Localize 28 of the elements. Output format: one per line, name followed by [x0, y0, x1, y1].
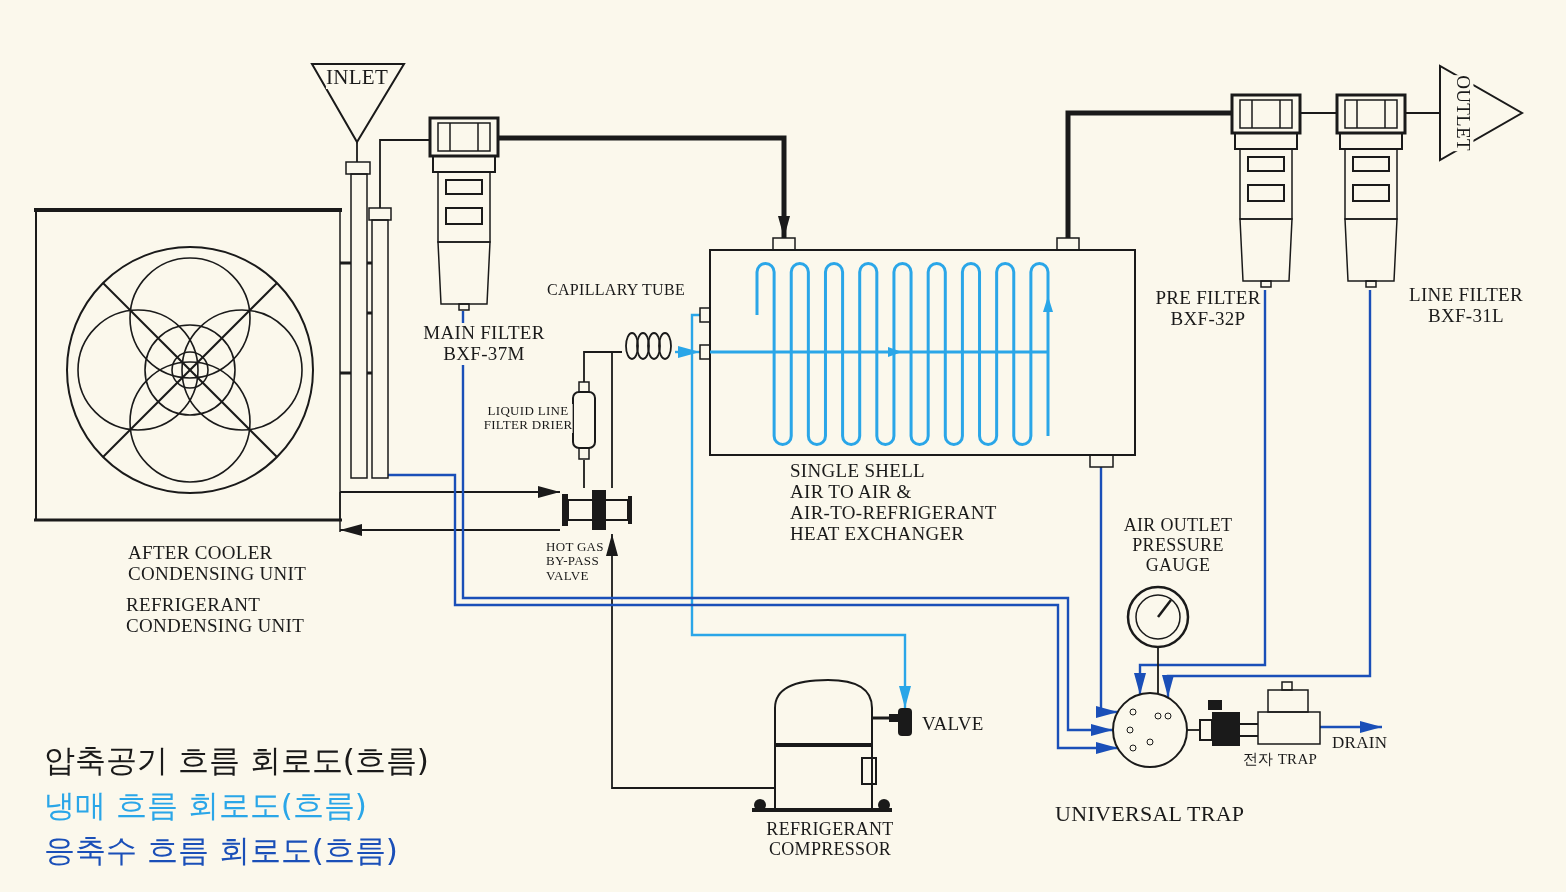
arrow	[606, 533, 776, 789]
arrow	[1162, 290, 1372, 697]
component-label: MAIN FILTER BXF-37M	[423, 323, 545, 365]
arrow	[498, 135, 790, 238]
component-label: LIQUID LINE FILTER DRIER	[483, 404, 573, 433]
pipe-line	[1186, 729, 1201, 731]
arrow	[388, 473, 1118, 754]
legend-text: 냉매 흐름 회로도(흐름)	[44, 787, 367, 825]
pipe-line	[611, 351, 623, 489]
legend-text: 압축공기 흐름 회로도(흐름)	[44, 742, 429, 780]
arrow	[1096, 467, 1118, 718]
arrow	[675, 346, 700, 358]
pipe-line	[1404, 112, 1441, 114]
pipe-line	[1157, 646, 1159, 694]
pipe-line	[1065, 110, 1232, 238]
pipe-line	[1299, 112, 1338, 114]
legend-text: 응축수 흐름 회로도(흐름)	[44, 832, 398, 870]
arrow	[690, 313, 911, 708]
arrow	[339, 524, 561, 536]
component-label: HOT GAS BY-PASS VALVE	[546, 540, 604, 583]
arrow	[1320, 721, 1382, 733]
component-label: 전자 TRAP	[1243, 751, 1318, 768]
arrow	[1134, 290, 1267, 695]
pipe-line	[583, 459, 585, 489]
arrow	[461, 311, 1113, 736]
outlet-label: OUTLET	[1452, 75, 1474, 151]
arrow	[339, 486, 561, 498]
pipe-line	[356, 141, 358, 163]
